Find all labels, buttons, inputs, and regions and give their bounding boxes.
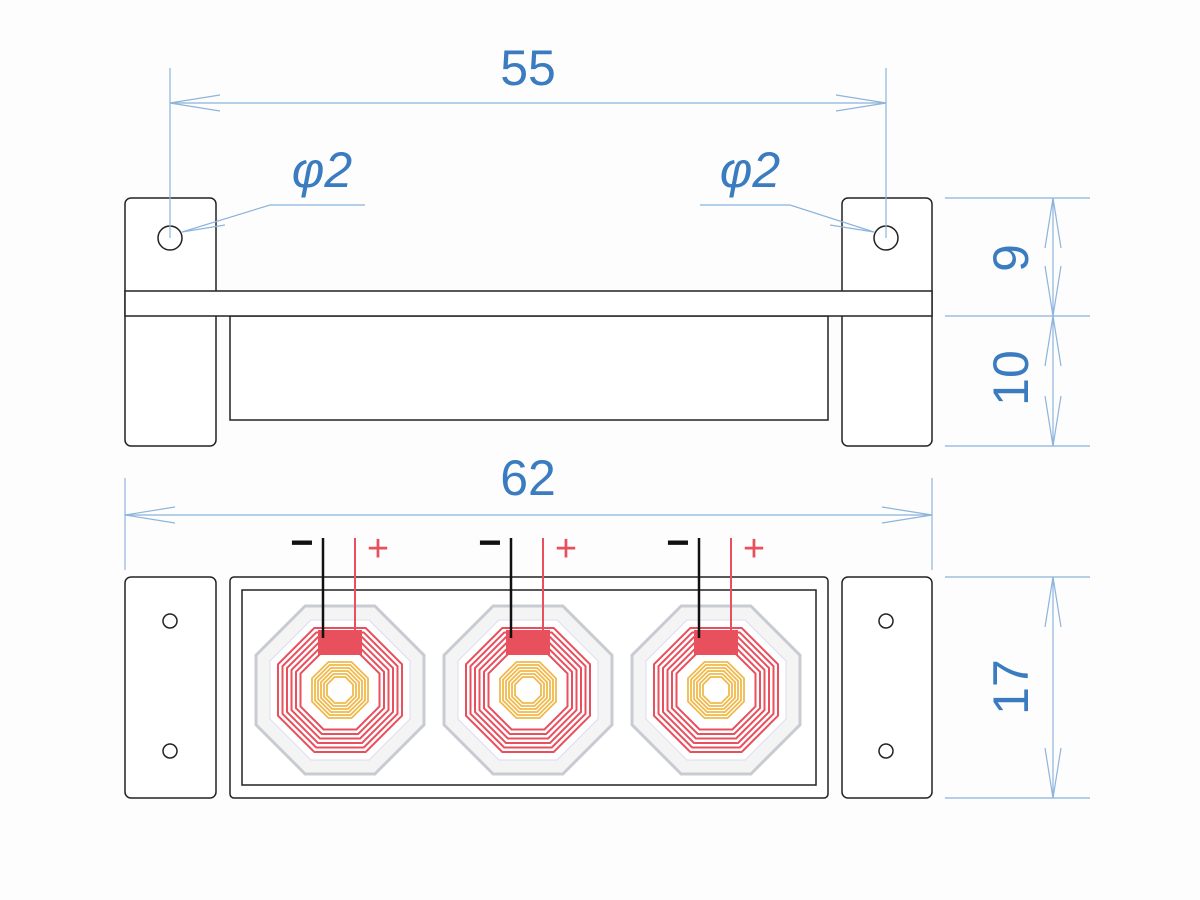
hole-diameter-right: φ2 bbox=[700, 142, 875, 233]
coil-winding bbox=[662, 636, 770, 744]
inner-winding bbox=[505, 667, 551, 713]
dimension-label: φ2 bbox=[292, 142, 353, 198]
body-block bbox=[229, 315, 829, 421]
inner-winding bbox=[499, 661, 557, 719]
dimension-label: 55 bbox=[500, 40, 556, 96]
coil-winding bbox=[483, 645, 573, 735]
coil-winding bbox=[478, 640, 578, 740]
coil-winding bbox=[465, 627, 591, 753]
inner-winding bbox=[508, 670, 548, 710]
coil-3: −+ bbox=[630, 521, 802, 776]
right-tab bbox=[841, 197, 933, 447]
dimension-label: 9 bbox=[983, 244, 1039, 272]
inner-winding bbox=[320, 670, 360, 710]
coil-winding bbox=[281, 631, 399, 749]
minus-label: − bbox=[478, 521, 501, 565]
coil-winding bbox=[277, 627, 403, 753]
coil-winding bbox=[657, 631, 775, 749]
inner-winding bbox=[311, 661, 369, 719]
dimension-label: φ2 bbox=[720, 142, 781, 198]
inner-winding bbox=[511, 673, 545, 707]
plus-label: + bbox=[367, 528, 389, 570]
inner-winding bbox=[314, 664, 366, 716]
inner-winding bbox=[690, 664, 742, 716]
left-tab bbox=[124, 576, 217, 799]
plus-label: + bbox=[743, 528, 765, 570]
mount-hole bbox=[878, 743, 894, 759]
dimension-label: 10 bbox=[983, 350, 1039, 406]
hole-diameter-left: φ2 bbox=[181, 142, 365, 233]
coil-winding bbox=[469, 631, 587, 749]
coil-2: −+ bbox=[442, 521, 614, 776]
minus-label: − bbox=[666, 521, 689, 565]
inner-winding bbox=[693, 667, 739, 713]
inner-winding bbox=[326, 676, 354, 704]
coil-winding bbox=[487, 649, 569, 731]
inner-winding bbox=[696, 670, 736, 710]
inner-winding bbox=[702, 676, 730, 704]
dimension-17: 17 bbox=[945, 576, 1090, 799]
plus-label: + bbox=[555, 528, 577, 570]
coil-winding bbox=[671, 645, 761, 735]
terminal-pad bbox=[506, 630, 550, 655]
coil-winding bbox=[295, 645, 385, 735]
mount-hole bbox=[162, 743, 178, 759]
dimension-62: 62 bbox=[124, 450, 933, 570]
coil-winding bbox=[299, 649, 381, 731]
inner-winding bbox=[687, 661, 745, 719]
mounting-bar bbox=[124, 290, 933, 317]
inner-winding bbox=[502, 664, 554, 716]
inner-winding bbox=[699, 673, 733, 707]
terminal-pad bbox=[318, 630, 362, 655]
coil-winding bbox=[653, 627, 779, 753]
dimension-label: 17 bbox=[983, 659, 1039, 715]
coil-winding bbox=[290, 640, 390, 740]
coil-winding bbox=[286, 636, 394, 744]
top-view bbox=[124, 197, 933, 447]
minus-label: − bbox=[290, 521, 313, 565]
terminal-pad bbox=[694, 630, 738, 655]
front-view: −+−+−+ bbox=[124, 521, 933, 799]
right-tab bbox=[841, 576, 933, 799]
coil-1: −+ bbox=[254, 521, 426, 776]
dimension-9-10: 9 10 bbox=[945, 197, 1090, 447]
inner-winding bbox=[514, 676, 542, 704]
inner-winding bbox=[323, 673, 357, 707]
coil-winding bbox=[675, 649, 757, 731]
inner-winding bbox=[317, 667, 363, 713]
mount-hole bbox=[162, 613, 178, 629]
coil-winding bbox=[666, 640, 766, 740]
mount-hole bbox=[878, 613, 894, 629]
dimension-label: 62 bbox=[500, 450, 556, 506]
dimension-55: 55 bbox=[169, 40, 887, 238]
coil-winding bbox=[474, 636, 582, 744]
